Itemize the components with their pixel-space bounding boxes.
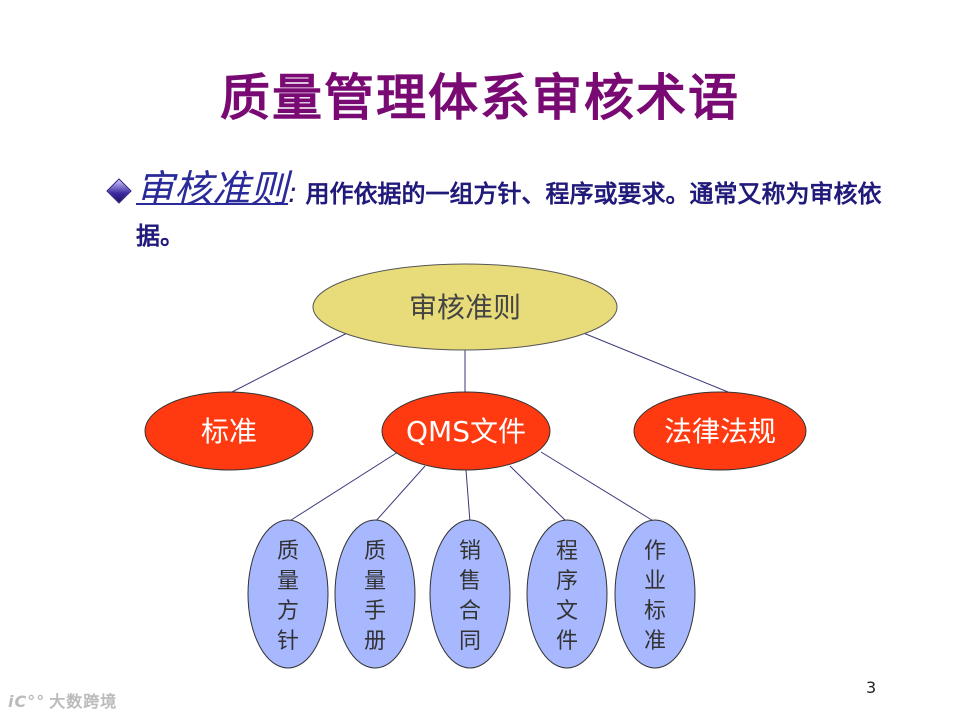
connector-line [540,451,656,523]
leaf-node-label: 作业标准 [644,539,666,654]
level1-node-label: 法律法规 [664,415,776,448]
level1-node-label: QMS文件 [406,415,526,448]
connector-line [287,451,399,523]
term: 审核准则 [136,167,289,211]
leaf-node [247,519,329,669]
page-title: 质量管理体系审核术语 [220,69,740,127]
root-node-label: 审核准则 [409,291,521,324]
watermark: iC°°大数跨境 [8,688,117,712]
leaf-node [526,519,608,669]
connector-line [575,329,729,393]
level1-node [144,391,314,471]
watermark-text: 大数跨境 [49,692,118,711]
leaf-node [334,519,416,669]
connector-line [231,329,354,393]
term-colon: : [288,176,298,209]
leaf-node [429,519,511,669]
leaf-node-label: 质量手册 [364,539,386,654]
page-number: 3 [866,678,877,697]
definition-text: 审核准则:用作依据的一组方针、程序或要求。通常又称为审核依据。 [136,168,896,257]
definition-bullet: 审核准则:用作依据的一组方针、程序或要求。通常又称为审核依据。 [106,168,908,257]
leaf-node [614,519,696,669]
term-definition: 用作依据的一组方针、程序或要求。通常又称为审核依据。 [136,180,882,250]
level1-node [633,391,807,471]
leaf-node-label: 程序文件 [556,539,578,654]
leaf-node-label: 销售合同 [459,539,481,654]
watermark-logo: iC°° [8,692,46,711]
connector-line [374,465,426,523]
leaf-node-label: 质量方针 [277,539,299,654]
level1-node [381,391,551,471]
connector-line [465,469,471,523]
connector-line [509,465,568,523]
root-node [312,263,618,351]
level1-node-label: 标准 [201,415,257,448]
